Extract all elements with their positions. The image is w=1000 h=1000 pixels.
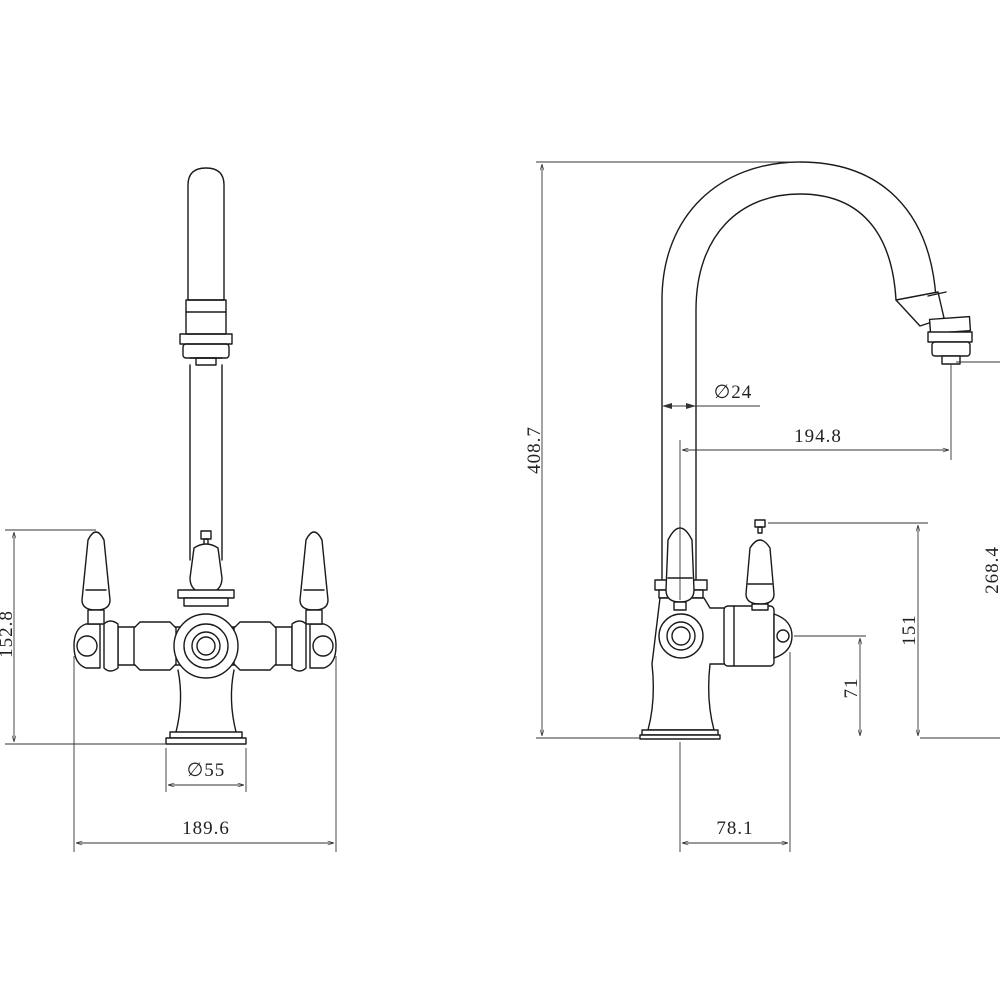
front-view: 152.8 ∅55 189.6 [0, 167, 337, 852]
side-total-height-label: 408.7 [524, 426, 545, 474]
front-center-handle [177, 530, 235, 607]
front-dim-base-diameter: ∅55 [165, 748, 247, 792]
front-left-lever [81, 531, 111, 625]
side-view: 408.7 ∅24 194.8 268.4 151 [524, 161, 1000, 852]
front-base-diameter-label: ∅55 [187, 760, 226, 781]
side-valve-housing [723, 605, 793, 667]
side-spout [661, 161, 973, 581]
front-width-label: 189.6 [182, 818, 230, 839]
side-handle-height-label: 151 [899, 614, 920, 646]
side-rear-lever [745, 519, 775, 611]
side-dim-spout-height: 268.4 [920, 361, 1000, 739]
side-body [639, 579, 727, 740]
front-dim-height: 152.8 [0, 529, 166, 745]
side-dim-depth: 78.1 [679, 652, 791, 852]
side-dim-reach: 194.8 [679, 364, 952, 600]
side-reach-label: 194.8 [794, 426, 842, 447]
front-base [165, 669, 247, 745]
side-spout-height-label: 268.4 [982, 546, 1000, 594]
side-body-height-label: 71 [841, 678, 862, 699]
front-height-label: 152.8 [0, 610, 17, 658]
side-dim-total-height: 408.7 [524, 161, 800, 739]
front-right-lever [299, 531, 329, 625]
front-spout [179, 167, 233, 561]
front-dim-width: 189.6 [73, 656, 337, 852]
side-depth-label: 78.1 [716, 818, 753, 839]
side-dim-body-height: 71 [794, 635, 866, 736]
front-body [73, 613, 337, 679]
side-dim-pipe-diameter: ∅24 [662, 382, 760, 409]
side-pipe-diameter-label: ∅24 [714, 382, 753, 403]
side-dim-handle-height: 151 [768, 522, 928, 736]
